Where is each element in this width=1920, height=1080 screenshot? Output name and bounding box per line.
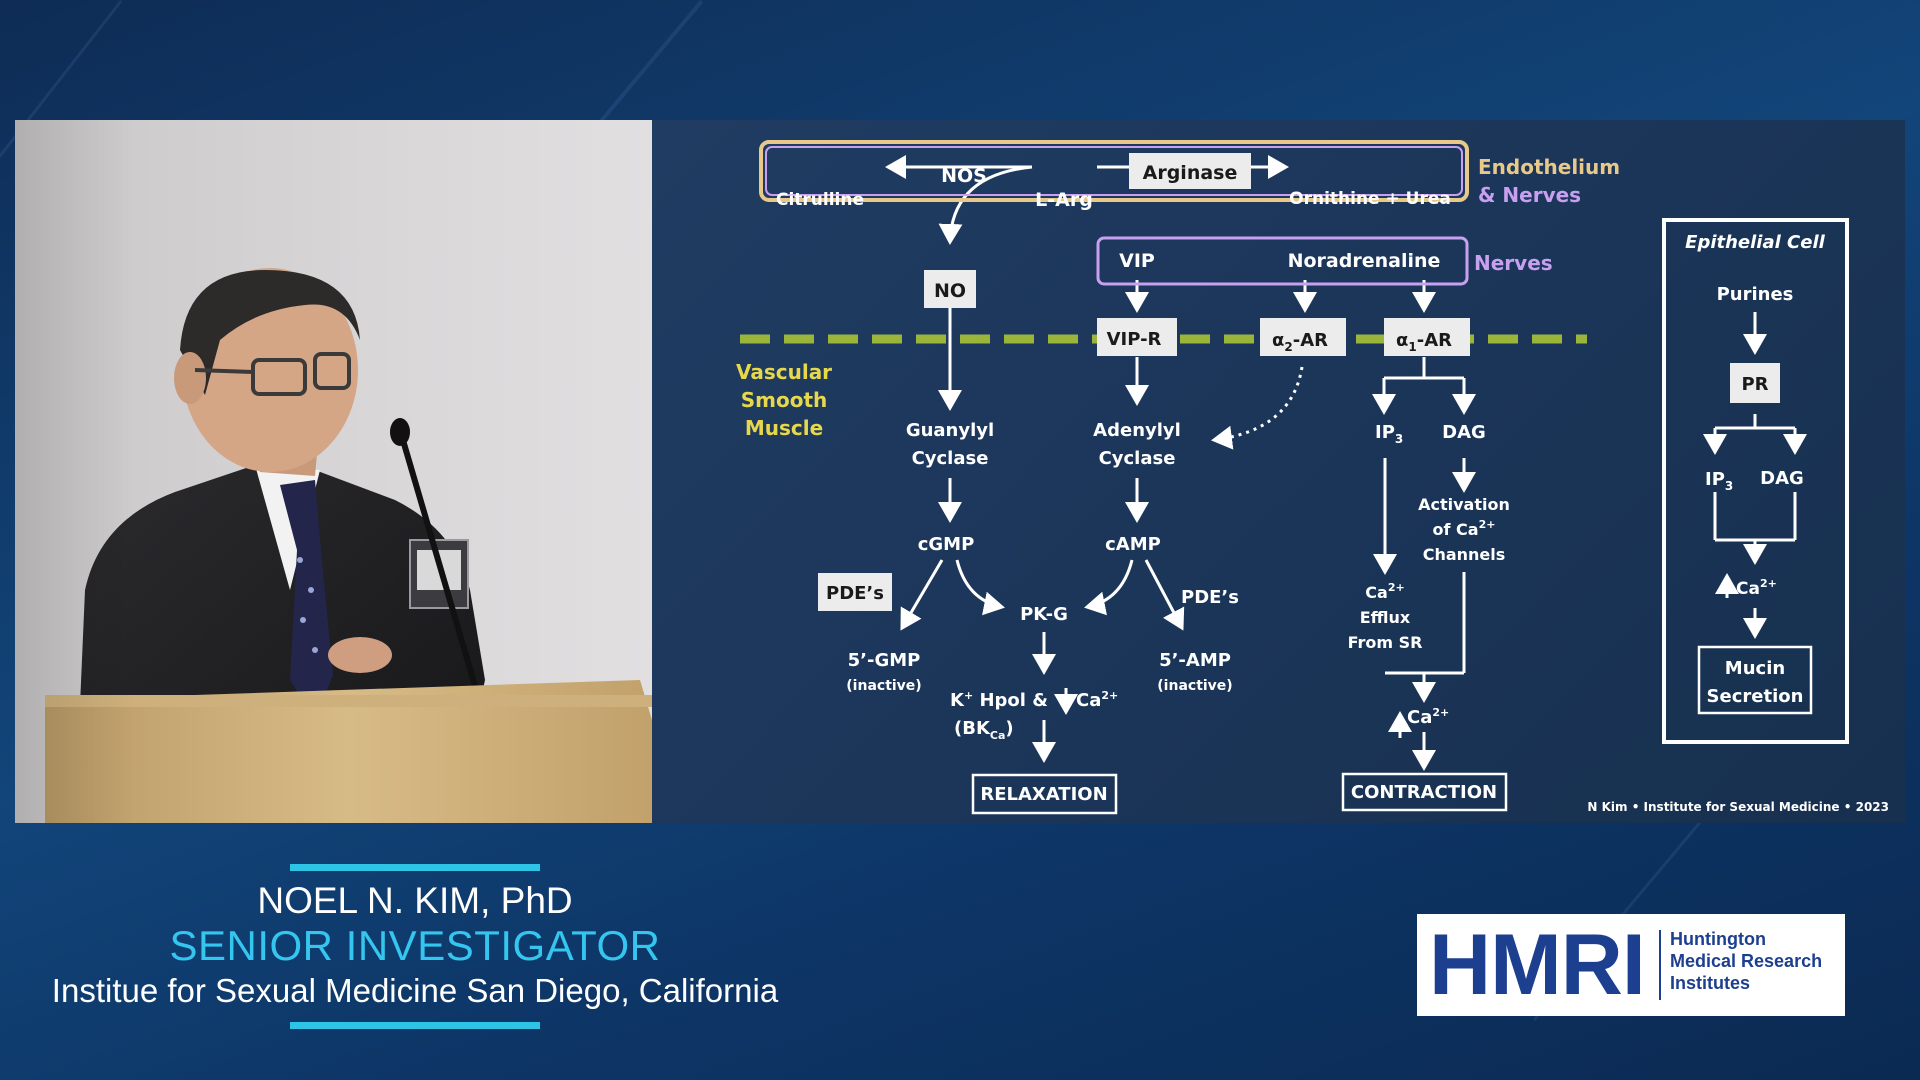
node-vip: VIP (1119, 250, 1155, 272)
hmri-logo: HMRI Huntington Medical Research Institu… (1417, 914, 1845, 1016)
epithelial-cell-box (1662, 218, 1849, 744)
label-vsm-1: Vascular (736, 360, 832, 384)
node-citrulline: Citrulline (776, 190, 864, 210)
epithelial-mucin-1: Mucin (1725, 658, 1785, 679)
node-k-hpol: K+ Hpol & (950, 689, 1048, 711)
endothelium-box (759, 140, 1469, 202)
label-nerves: Nerves (1474, 251, 1553, 275)
node-activation-2: of Ca2+ (1433, 518, 1496, 539)
hmri-logo-text: Huntington Medical Research Institutes (1670, 929, 1823, 993)
node-5-amp: 5’-AMP (1159, 650, 1231, 671)
node-activation-3: Channels (1423, 545, 1506, 564)
nerves-box (1096, 236, 1469, 286)
speaker-title: SENIOR INVESTIGATOR (169, 922, 661, 969)
node-no: NO (934, 280, 966, 302)
node-5-gmp: 5’-GMP (848, 650, 921, 671)
node-adenylyl-1: Adenylyl (1093, 420, 1181, 441)
node-guanylyl-2: Cyclase (912, 448, 989, 469)
node-ca-efflux-1: Ca2+ (1365, 581, 1404, 602)
node-ca-up: Ca2+ (1407, 706, 1449, 728)
epithelial-dag: DAG (1760, 468, 1804, 489)
node-k-hpol-ca: Ca2+ (1076, 689, 1118, 711)
speaker-illustration (45, 268, 652, 823)
slide-credit: N Kim • Institute for Sexual Medicine • … (1587, 800, 1889, 814)
label-vsm-2: Smooth (741, 388, 828, 412)
node-cgmp: cGMP (918, 534, 975, 555)
node-adenylyl-2: Cyclase (1099, 448, 1176, 469)
node-5-amp-note: (inactive) (1157, 678, 1232, 694)
label-endothelium: Endothelium (1478, 155, 1620, 179)
node-arginase: Arginase (1143, 162, 1238, 184)
epithelial-ca: Ca2+ (1736, 577, 1777, 599)
node-vip-r: VIP-R (1107, 329, 1162, 350)
node-ca-efflux-3: From SR (1348, 633, 1423, 652)
node-ip3: IP3 (1375, 422, 1403, 446)
epithelial-ip3: IP3 (1705, 469, 1733, 493)
pathway-diagram: Endothelium & Nerves Nerves Vascular Smo… (736, 140, 1889, 815)
node-dag: DAG (1442, 422, 1486, 443)
epithelial-mucin-2: Secretion (1707, 686, 1804, 707)
node-l-arg: L-Arg (1035, 189, 1093, 211)
speaker-camera-feed (15, 120, 652, 823)
node-guanylyl-1: Guanylyl (906, 420, 994, 441)
label-endothelium-nerves: & Nerves (1478, 183, 1581, 207)
node-nos: NOS (941, 165, 987, 187)
node-noradrenaline: Noradrenaline (1288, 250, 1441, 272)
node-relaxation: RELAXATION (980, 784, 1107, 805)
node-bk-ca: (BKCa) (954, 718, 1014, 742)
label-vsm-3: Muscle (745, 416, 823, 440)
lower-third-top-bar (290, 864, 540, 871)
node-pdes-left: PDE’s (826, 583, 884, 604)
epithelial-title: Epithelial Cell (1685, 232, 1825, 253)
node-ca-efflux-2: Efflux (1360, 608, 1411, 627)
hmri-logo-divider (1659, 930, 1661, 1000)
epithelial-pr: PR (1741, 374, 1768, 395)
node-pk-g: PK-G (1020, 604, 1068, 625)
epithelial-purines: Purines (1717, 284, 1794, 305)
node-camp: cAMP (1105, 534, 1161, 555)
node-a2-ar: α2-AR (1272, 330, 1328, 354)
speaker-name: NOEL N. KIM, PhD (257, 880, 573, 921)
lower-third-bottom-bar (290, 1022, 540, 1029)
node-a1-ar: α1-AR (1396, 330, 1452, 354)
node-activation-1: Activation (1418, 495, 1510, 514)
hmri-logo-mark: HMRI (1429, 917, 1646, 1013)
node-ornithine-urea: Ornithine + Urea (1289, 189, 1451, 209)
presentation-slide: Endothelium & Nerves Nerves Vascular Smo… (652, 120, 1905, 823)
speaker-affiliation: Institue for Sexual Medicine San Diego, … (51, 972, 779, 1009)
node-5-gmp-note: (inactive) (846, 678, 921, 694)
node-pdes-right: PDE’s (1181, 587, 1239, 608)
node-contraction: CONTRACTION (1351, 782, 1497, 803)
